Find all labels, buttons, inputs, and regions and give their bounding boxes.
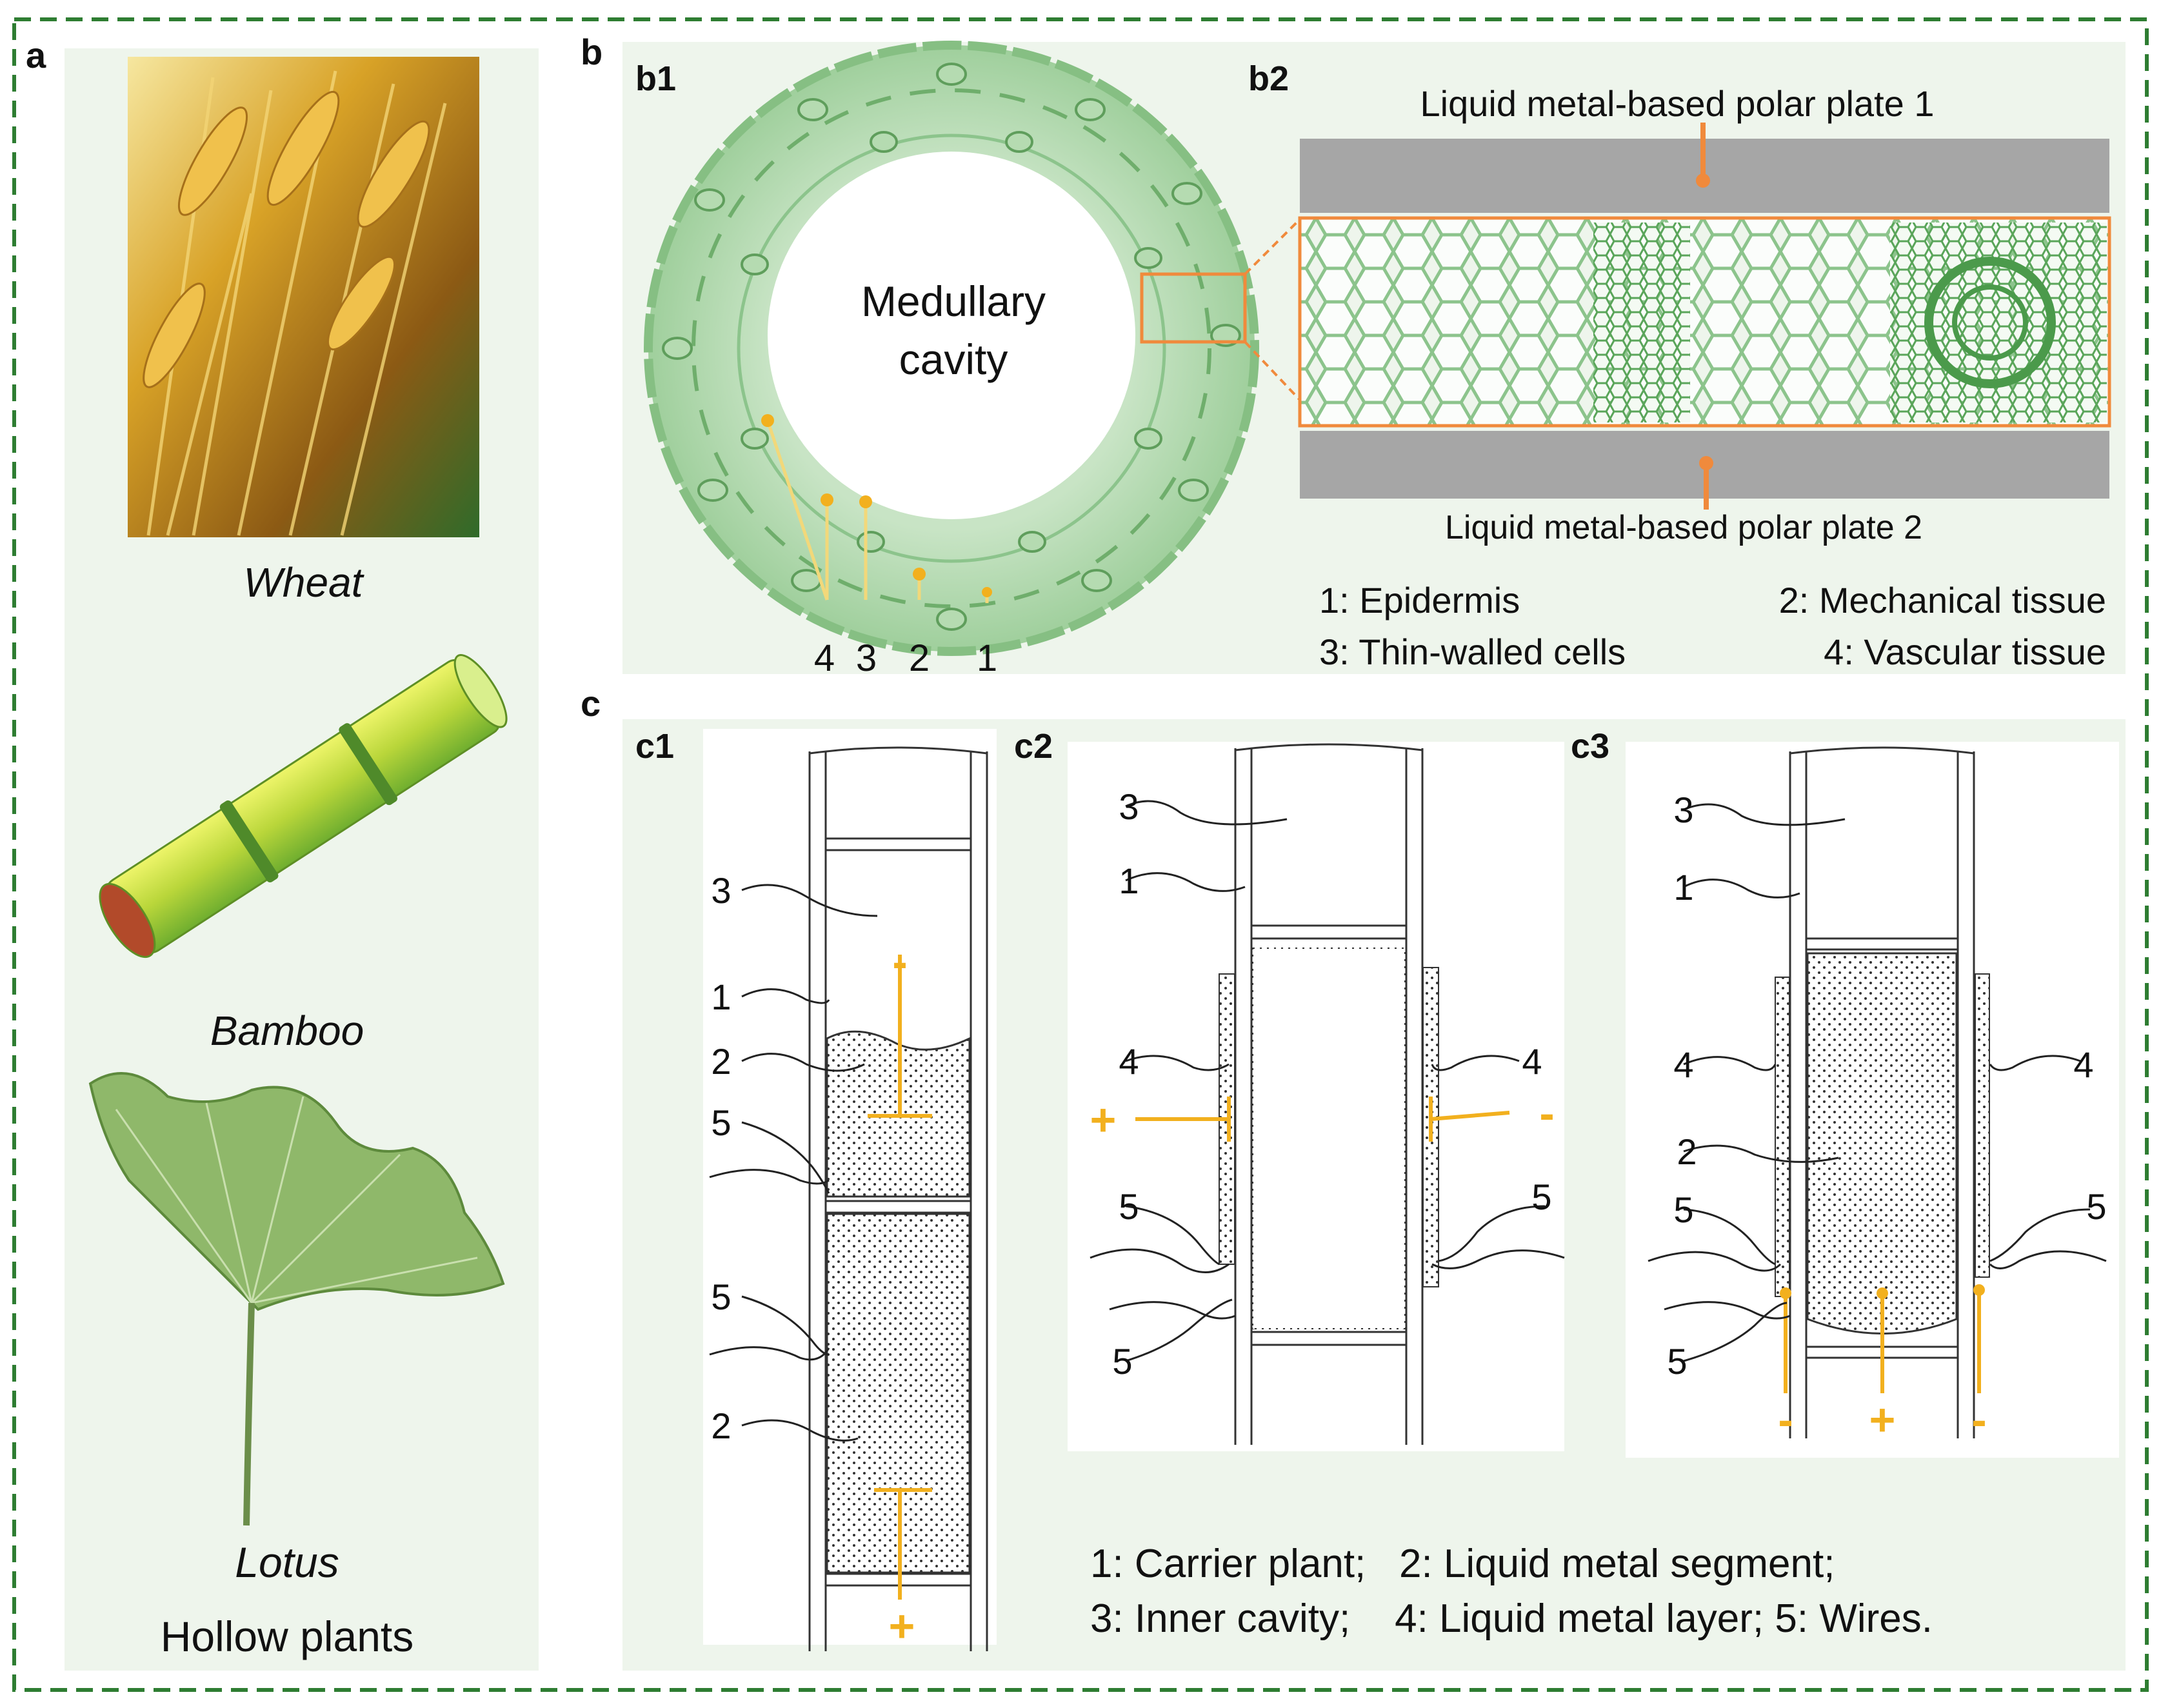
b2-legend-2: 2: Mechanical tissue [1779, 580, 2106, 621]
marker-2: 2 [909, 637, 930, 679]
c3-callout-3: 3 [1673, 789, 1693, 830]
medullary-cavity [768, 152, 1135, 519]
c3-callout-5-bottom: 5 [1667, 1341, 1687, 1382]
c3-callout-2: 2 [1677, 1131, 1697, 1172]
c1-callout-5a: 5 [711, 1102, 731, 1143]
cavity-label-line2: cavity [899, 335, 1008, 383]
c-legend-line2: 3: Inner cavity; 4: Liquid metal layer; … [1090, 1596, 1933, 1641]
c1-callout-3: 3 [711, 870, 731, 911]
plant-label-wheat: Wheat [244, 559, 364, 606]
tissue-marker-lines [766, 420, 989, 603]
panel-c2-label: c2 [1014, 727, 1053, 766]
panel-b2-label: b2 [1248, 59, 1289, 98]
marker-1: 1 [977, 637, 997, 679]
c2-callout-5-left: 5 [1119, 1186, 1139, 1227]
c1-callout-1: 1 [711, 977, 731, 1017]
marker-3: 3 [856, 637, 877, 679]
plate-top-label: Liquid metal-based polar plate 1 [1420, 83, 1935, 124]
c3-callout-5-left: 5 [1673, 1189, 1693, 1230]
zoom-box [1140, 272, 1247, 344]
marker-4: 4 [814, 637, 835, 679]
c3-callout-1: 1 [1673, 867, 1693, 908]
c2-callout-4-left: 4 [1119, 1041, 1139, 1082]
c2-positive-terminal: + [1090, 1095, 1117, 1145]
c3-positive-terminal: + [1869, 1395, 1896, 1445]
c2-callout-5-right: 5 [1531, 1177, 1551, 1217]
panel-a-letter: a [26, 35, 46, 75]
bamboo-image [99, 654, 508, 958]
c1-callout-5b: 5 [711, 1276, 731, 1317]
panel-c3-label: c3 [1571, 727, 1609, 766]
c1-negative-terminal: - [892, 937, 907, 987]
panel-b1-label: b1 [635, 59, 676, 98]
stem-cross-section [644, 41, 1301, 656]
b2-legend-4: 4: Vascular tissue [1824, 631, 2106, 672]
c1-positive-terminal: + [889, 1601, 915, 1651]
b2-legend-3: 3: Thin-walled cells [1319, 631, 1626, 672]
c2-negative-terminal: - [1539, 1088, 1554, 1138]
c1-callout-2b: 2 [711, 1405, 731, 1446]
b2-legend-1: 1: Epidermis [1319, 580, 1520, 621]
c3-callout-5-right: 5 [2086, 1186, 2106, 1227]
panel-c1-label: c1 [635, 727, 674, 766]
diagram-c3: 3 1 4 4 2 5 5 5 - + - [1626, 742, 2119, 1458]
c2-callout-5-bottom: 5 [1112, 1341, 1132, 1382]
panel-c-letter: c [581, 683, 601, 724]
diagram-c1: 3 1 2 5 5 2 - + [703, 729, 997, 1651]
c3-callout-4-left: 4 [1673, 1044, 1693, 1085]
c2-callout-4-right: 4 [1522, 1041, 1542, 1082]
diagram-c2: 3 1 4 4 5 5 5 + - [1068, 742, 1565, 1451]
panel-a-caption: Hollow plants [161, 1613, 414, 1660]
panel-a: a Wheat Bamboo [26, 35, 539, 1671]
cavity-label-line1: Medullary [861, 277, 1046, 325]
c2-callout-1: 1 [1119, 860, 1139, 901]
c3-callout-4-right: 4 [2073, 1044, 2093, 1085]
wheat-image [128, 57, 479, 537]
panel-c: c c1 c2 c3 [581, 683, 2126, 1671]
plant-label-bamboo: Bamboo [210, 1008, 364, 1054]
plant-label-lotus: Lotus [235, 1538, 339, 1586]
tissue-marker-dots [761, 414, 992, 597]
plate-bottom-label: Liquid metal-based polar plate 2 [1445, 509, 1922, 546]
c2-callout-3: 3 [1119, 786, 1139, 827]
panel-b: b b1 b2 Medullary cavi [581, 32, 2126, 679]
c-legend-line1: 1: Carrier plant; 2: Liquid metal segmen… [1090, 1542, 1835, 1586]
lotus-image [88, 1072, 505, 1526]
panel-b-letter: b [581, 32, 602, 72]
c3-negative-terminal-left: - [1778, 1395, 1793, 1445]
outer-frame [12, 17, 2149, 1692]
c3-negative-terminal-right: - [1971, 1395, 1986, 1445]
c1-callout-2a: 2 [711, 1041, 731, 1082]
